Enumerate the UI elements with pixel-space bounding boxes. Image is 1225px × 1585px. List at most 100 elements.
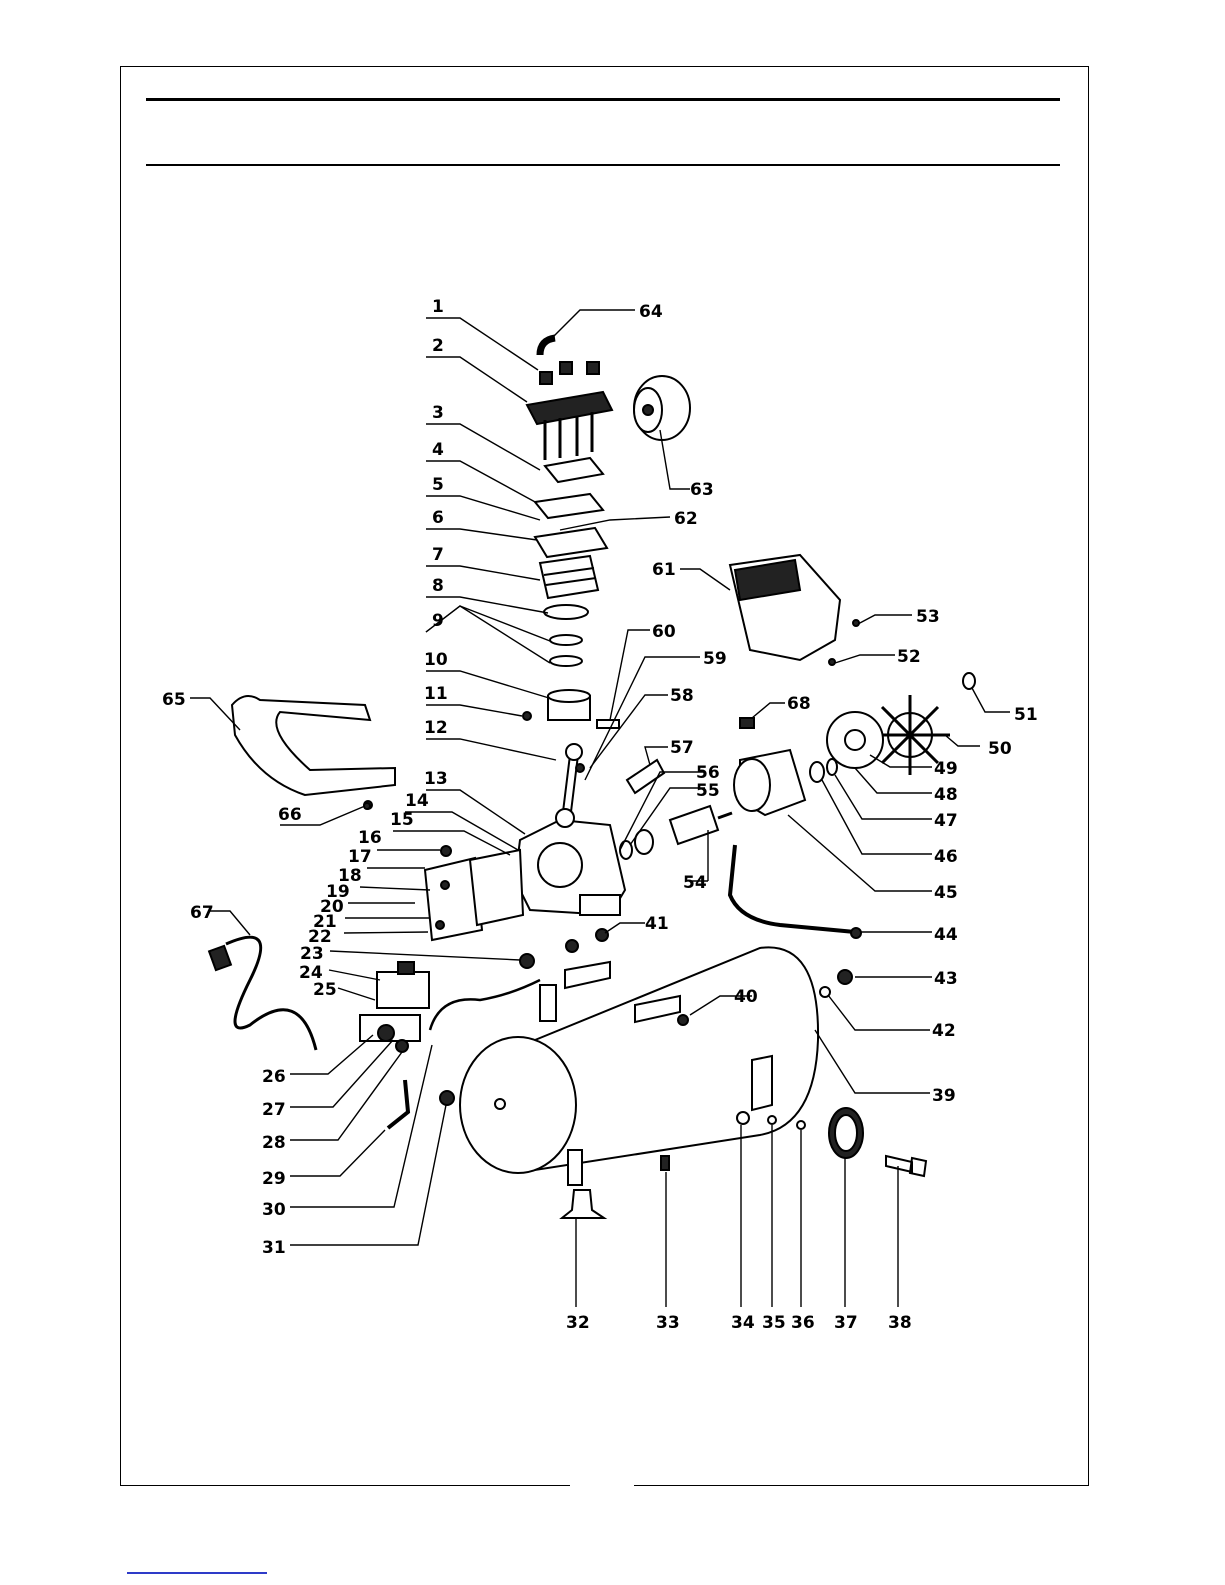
part-label-39: 39 [932,1086,956,1106]
part-label-1: 1 [432,297,444,317]
part-label-34: 34 [731,1313,755,1333]
plug [209,946,231,970]
motor-stator [734,750,805,815]
part-label-29: 29 [262,1169,286,1189]
nut-43 [838,970,852,984]
clip-51 [963,673,975,689]
part-label-47: 47 [934,811,958,831]
part-label-16: 16 [358,828,382,848]
pin-60 [597,720,619,728]
fitting-23 [520,954,534,968]
motor-rotor [670,806,732,844]
part-label-62: 62 [674,509,698,529]
part-label-32: 32 [566,1313,590,1333]
part-label-3: 3 [432,403,444,423]
part-label-46: 46 [934,847,958,867]
part-label-30: 30 [262,1200,286,1220]
pressure-cable [430,980,540,1030]
nut-34 [737,1112,749,1124]
crankcase [515,820,625,915]
part-label-31: 31 [262,1238,286,1258]
fan-cover [730,555,840,660]
part-label-68: 68 [787,694,811,714]
part-label-67: 67 [190,903,214,923]
gasket-3 [545,458,603,482]
screw-41 [596,929,608,941]
part-label-13: 13 [424,769,448,789]
part-label-4: 4 [432,440,444,460]
part-label-35: 35 [762,1313,786,1333]
part-label-14: 14 [405,791,429,811]
screw-52 [829,659,835,665]
crankcase-cover [425,850,523,940]
elbow-fitting [540,338,555,355]
connecting-rod-eye [566,744,582,760]
part-label-8: 8 [432,576,444,596]
part-label-41: 41 [645,914,669,934]
washer-47 [827,759,837,775]
part-label-53: 53 [916,607,940,627]
piston [548,690,590,720]
axle-bolt [886,1156,926,1176]
part-label-25: 25 [313,980,337,1000]
cylinder [540,556,598,598]
part-label-52: 52 [897,647,921,667]
part-label-54: 54 [683,873,707,893]
part-label-40: 40 [734,987,758,1007]
part-label-2: 2 [432,336,444,356]
part-label-63: 63 [690,480,714,500]
part-label-57: 57 [670,738,694,758]
wheel [829,1108,863,1158]
bearing-46 [810,762,824,782]
part-label-7: 7 [432,545,444,565]
carry-handle [232,696,395,795]
part-label-55: 55 [696,781,720,801]
part-68 [740,718,754,728]
part-label-43: 43 [934,969,958,989]
part-label-36: 36 [791,1313,815,1333]
washer-36 [797,1121,805,1129]
part-labels: 1 2 3 4 5 6 7 8 9 10 11 12 13 14 15 16 1… [162,297,1038,1333]
screw-41b [566,940,578,952]
air-filter [634,376,690,440]
nut-11 [523,712,531,720]
part-label-33: 33 [656,1313,680,1333]
part-label-42: 42 [932,1021,956,1041]
nut-58 [576,764,584,772]
rubber-foot [562,1190,604,1218]
part-label-50: 50 [988,739,1012,759]
part-label-51: 51 [1014,705,1038,725]
cylinder-head [527,362,612,460]
part-label-10: 10 [424,650,448,670]
washer-35 [768,1116,776,1124]
part-label-26: 26 [262,1067,286,1087]
ring-8 [544,605,588,619]
part-label-58: 58 [670,686,694,706]
valve-plate-4 [535,494,603,518]
part-label-56: 56 [696,763,720,783]
parts-drawing [209,338,975,1218]
part-label-65: 65 [162,690,186,710]
air-tank [460,947,818,1185]
gauge-31 [440,1091,454,1105]
part-label-28: 28 [262,1133,286,1153]
part-label-60: 60 [652,622,676,642]
part-label-66: 66 [278,805,302,825]
part-label-44: 44 [934,925,958,945]
part-label-64: 64 [639,302,663,322]
gasket-6 [535,528,607,557]
part-label-11: 11 [424,684,448,704]
part-label-59: 59 [703,649,727,669]
pressure-switch [360,962,429,1052]
drain-valve [661,1156,669,1170]
ring-9a [550,635,582,645]
part-label-37: 37 [834,1313,858,1333]
part-label-5: 5 [432,475,444,495]
part-label-23: 23 [300,944,324,964]
part-label-45: 45 [934,883,958,903]
part-label-61: 61 [652,560,676,580]
part-label-9: 9 [432,611,444,631]
part-label-49: 49 [934,759,958,779]
ring-9b [550,656,582,666]
